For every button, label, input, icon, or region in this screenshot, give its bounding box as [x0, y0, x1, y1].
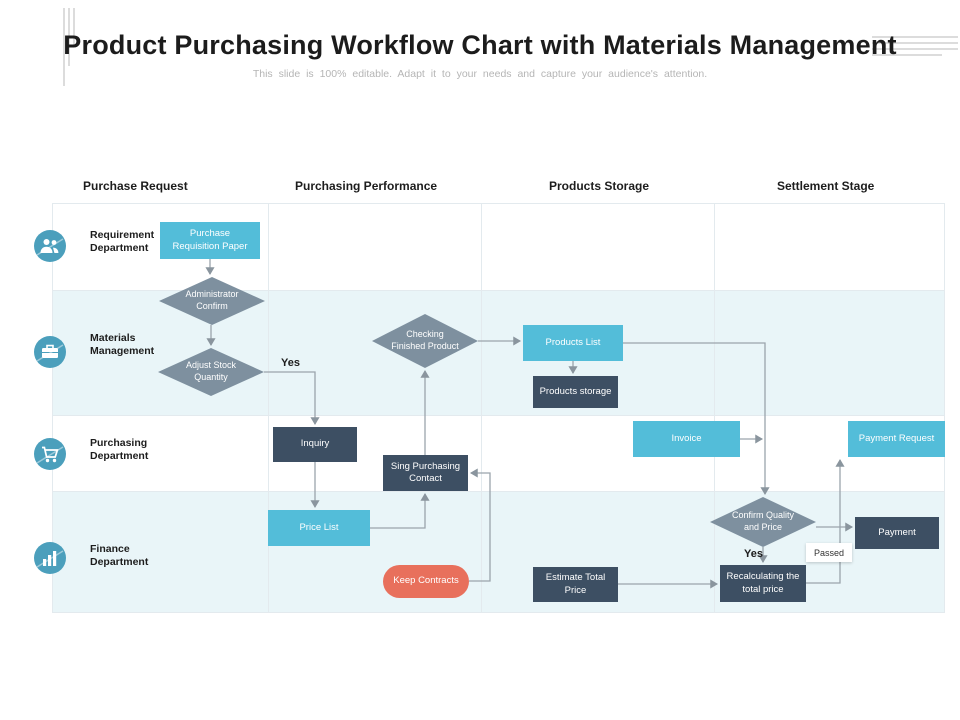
node-recalculating-total-price: Recalculating the total price — [720, 565, 806, 602]
page-subtitle: This slide is 100% editable. Adapt it to… — [252, 68, 708, 80]
node-invoice: Invoice — [633, 421, 740, 457]
node-payment-request: Payment Request — [848, 421, 945, 457]
lane-label-finance: Finance Department — [90, 543, 149, 569]
node-purchase-requisition-paper: Purchase Requisition Paper — [160, 222, 260, 259]
page-title: Product Purchasing Workflow Chart with M… — [63, 30, 897, 60]
lane-label-purchasing: Purchasing Department — [90, 437, 149, 463]
column-header-purchasing-performance: Purchasing Performance — [295, 179, 438, 193]
team-icon — [34, 230, 66, 262]
node-price-list: Price List — [268, 510, 370, 546]
node-sing-purchasing-contact: Sing Purchasing Contact — [383, 455, 468, 491]
node-estimate-total-price: Estimate Total Price — [533, 567, 618, 602]
column-header-settlement-stage: Settlement Stage — [777, 179, 875, 193]
node-products-list: Products List — [523, 325, 623, 361]
column-header-purchase-request: Purchase Request — [83, 179, 188, 193]
briefcase-icon — [34, 336, 66, 368]
column-divider — [714, 204, 715, 612]
lane-label-requirement: Requirement Department — [90, 229, 155, 255]
column-divider — [268, 204, 269, 612]
node-keep-contracts: Keep Contracts — [383, 565, 469, 598]
column-header-products-storage: Products Storage — [549, 179, 650, 193]
node-inquiry: Inquiry — [273, 427, 357, 462]
column-divider — [481, 204, 482, 612]
chart-icon — [34, 542, 66, 574]
node-payment: Payment — [855, 517, 939, 549]
decoration-lines-left — [63, 8, 75, 86]
label-yes-stock: Yes — [281, 357, 300, 369]
cart-icon — [34, 438, 66, 470]
lane-band-purchasing — [53, 416, 944, 492]
node-products-storage: Products storage — [533, 376, 618, 408]
decoration-lines-right — [872, 36, 958, 60]
lane-label-materials: Materials Management — [90, 332, 155, 358]
label-yes-quality: Yes — [744, 548, 763, 560]
label-passed: Passed — [806, 543, 852, 562]
